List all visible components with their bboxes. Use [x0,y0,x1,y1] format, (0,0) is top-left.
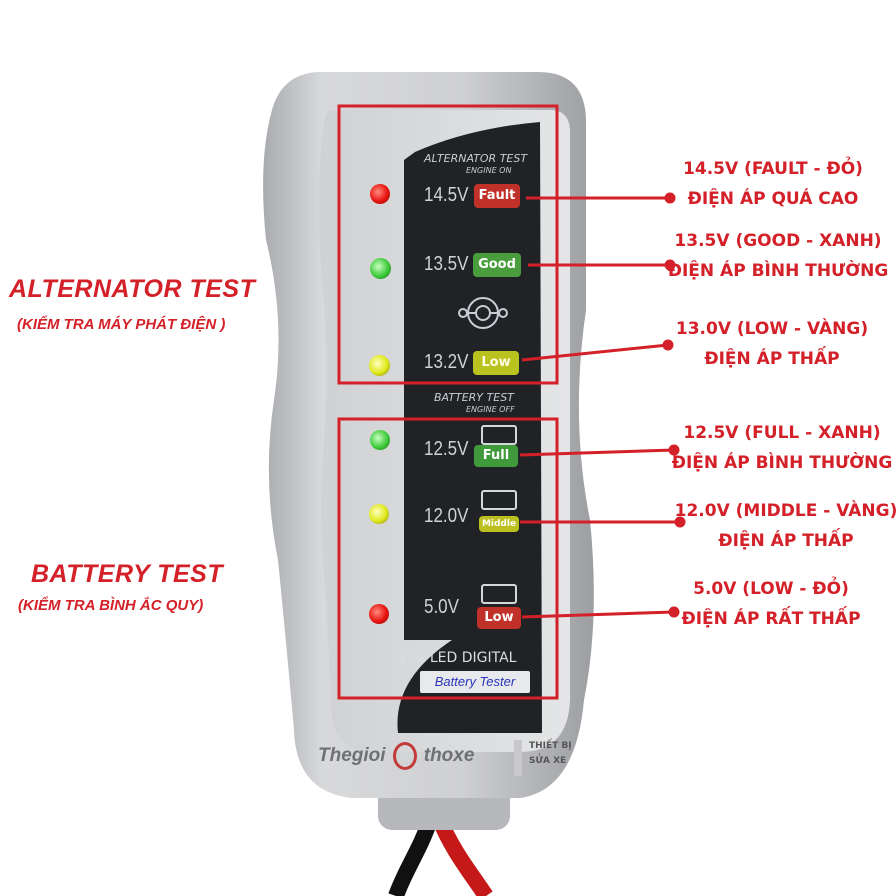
battery-highlight-box [337,417,559,700]
watermark-brand-a: Thegioi [318,745,386,766]
note-12-5v-line1: 12.5V (FULL - XANH) [683,423,881,443]
engine-on-label: ENGINE ON [466,166,512,175]
voltage-13-5v: 13.5V [424,253,469,275]
note-13-5v-line1: 13.5V (GOOD - XANH) [674,231,882,251]
battery-test-header: BATTERY TEST [434,391,514,404]
note-12-5v: 12.5V (FULL - XANH) ĐIỆN ÁP BÌNH THƯỜNG [672,418,893,478]
note-12-0v-line1: 12.0V (MIDDLE - VÀNG) [674,501,896,521]
watermark-tag-2: SỬA XE [529,756,567,766]
product-label: Battery Tester [420,671,530,693]
alternator-test-subtitle: (KIỂM TRA MÁY PHÁT ĐIỆN ) [17,316,226,333]
note-13-0v: 13.0V (LOW - VÀNG) ĐIỆN ÁP THẤP [676,314,868,374]
watermark-logo: Thegioi thoxe [318,742,474,772]
note-12-5v-line2: ĐIỆN ÁP BÌNH THƯỜNG [671,453,893,473]
badge-full: Full [474,445,518,467]
led-green-13-5v [370,258,391,279]
note-13-0v-line2: ĐIỆN ÁP THẤP [704,349,840,369]
voltage-5-0v: 5.0V [424,596,459,618]
note-5-0v-line1: 5.0V (LOW - ĐỎ) [693,579,849,599]
note-14-5v-line2: ĐIỆN ÁP QUÁ CAO [687,189,859,209]
voltage-14-5v: 14.5V [424,184,469,206]
watermark-brand-b: thoxe [423,745,475,766]
note-13-0v-line1: 13.0V (LOW - VÀNG) [675,319,869,339]
alternator-test-title: ALTERNATOR TEST [9,275,256,303]
led-yellow-12-0v [369,504,389,524]
watermark-tag-1: THIẾT BỊ [529,741,572,751]
badge-good: Good [473,253,521,277]
voltage-12-5v: 12.5V [424,438,469,460]
alternator-test-header: ALTERNATOR TEST [424,152,528,165]
badge-middle: Middle [479,516,519,532]
badge-low-alternator: Low [473,351,519,375]
note-14-5v-line1: 14.5V (FAULT - ĐỎ) [683,159,863,179]
led-red-14-5v [370,184,390,204]
product-label-text: Battery Tester [434,674,516,689]
engine-off-label: ENGINE OFF [466,405,515,414]
model-label: 12V LED DIGITAL [398,650,517,666]
alternator-highlight-box [337,104,559,385]
voltage-12-0v: 12.0V [424,505,469,527]
badge-low-battery: Low [477,607,521,629]
battery-test-title: BATTERY TEST [31,560,224,588]
note-12-0v: 12.0V (MIDDLE - VÀNG) ĐIỆN ÁP THẤP [675,496,896,556]
note-14-5v: 14.5V (FAULT - ĐỎ) ĐIỆN ÁP QUÁ CAO [683,154,863,214]
note-5-0v-line2: ĐIỆN ÁP RẤT THẤP [681,609,861,629]
led-yellow-13-2v [369,355,390,376]
note-13-5v: 13.5V (GOOD - XANH) ĐIỆN ÁP BÌNH THƯỜNG [668,226,889,286]
voltage-13-2v: 13.2V [424,351,469,373]
led-red-5-0v [369,604,389,624]
badge-fault: Fault [474,184,520,208]
watermark-divider [514,740,522,776]
note-13-5v-line2: ĐIỆN ÁP BÌNH THƯỜNG [667,261,889,281]
note-12-0v-line2: ĐIỆN ÁP THẤP [718,531,854,551]
led-green-12-5v [370,430,390,450]
tire-icon [392,742,417,770]
note-5-0v: 5.0V (LOW - ĐỎ) ĐIỆN ÁP RẤT THẤP [681,574,860,634]
battery-test-subtitle: (KIỂM TRA BÌNH ẮC QUY) [18,597,204,614]
